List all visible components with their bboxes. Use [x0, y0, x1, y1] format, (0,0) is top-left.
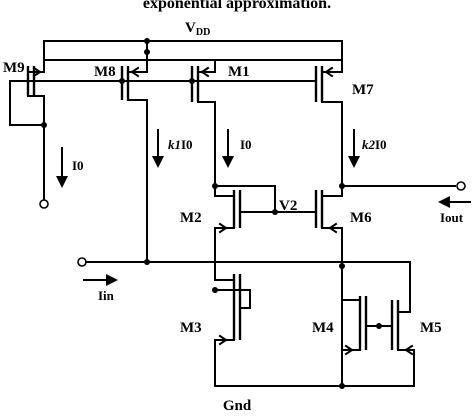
transistor-m5 — [390, 300, 415, 387]
i0-left-label: I0 — [72, 158, 84, 173]
iout-label: Iout — [440, 210, 464, 225]
transistor-m7 — [314, 61, 343, 187]
m9-label: M9 — [3, 60, 25, 76]
m7-label: M7 — [352, 82, 374, 98]
m9-diode-loop — [9, 80, 45, 126]
m2-diode-wire — [214, 185, 276, 211]
v2-label: V2 — [279, 198, 297, 214]
vdd-rail — [43, 38, 343, 63]
m1-label: M1 — [228, 64, 250, 80]
k2-label: k2I0 — [362, 137, 387, 152]
transistor-m6 — [314, 185, 343, 373]
m5-label: M5 — [420, 320, 442, 336]
iin-label: Iin — [98, 288, 115, 303]
transistor-m8 — [120, 59, 148, 263]
m8-label: M8 — [94, 64, 116, 80]
m2-label: M2 — [180, 210, 202, 226]
transistor-m1 — [190, 59, 216, 187]
iout-terminal — [456, 181, 466, 191]
transistor-m3 — [214, 263, 251, 387]
iin-terminal — [77, 257, 87, 267]
m3-label: M3 — [180, 320, 202, 336]
m6-label: M6 — [350, 210, 372, 226]
i0-mid-label: I0 — [240, 137, 252, 152]
m4-label: M4 — [312, 320, 334, 336]
i0-left-terminal — [39, 199, 49, 209]
caption-text: exponential approximation. — [143, 0, 331, 12]
transistor-m4 — [341, 265, 368, 387]
vdd-label: VDD — [185, 20, 210, 38]
transistor-m2 — [214, 185, 242, 265]
k1-label: k1I0 — [168, 137, 193, 152]
gnd-label: Gnd — [223, 398, 252, 414]
iin-wire — [85, 261, 411, 313]
